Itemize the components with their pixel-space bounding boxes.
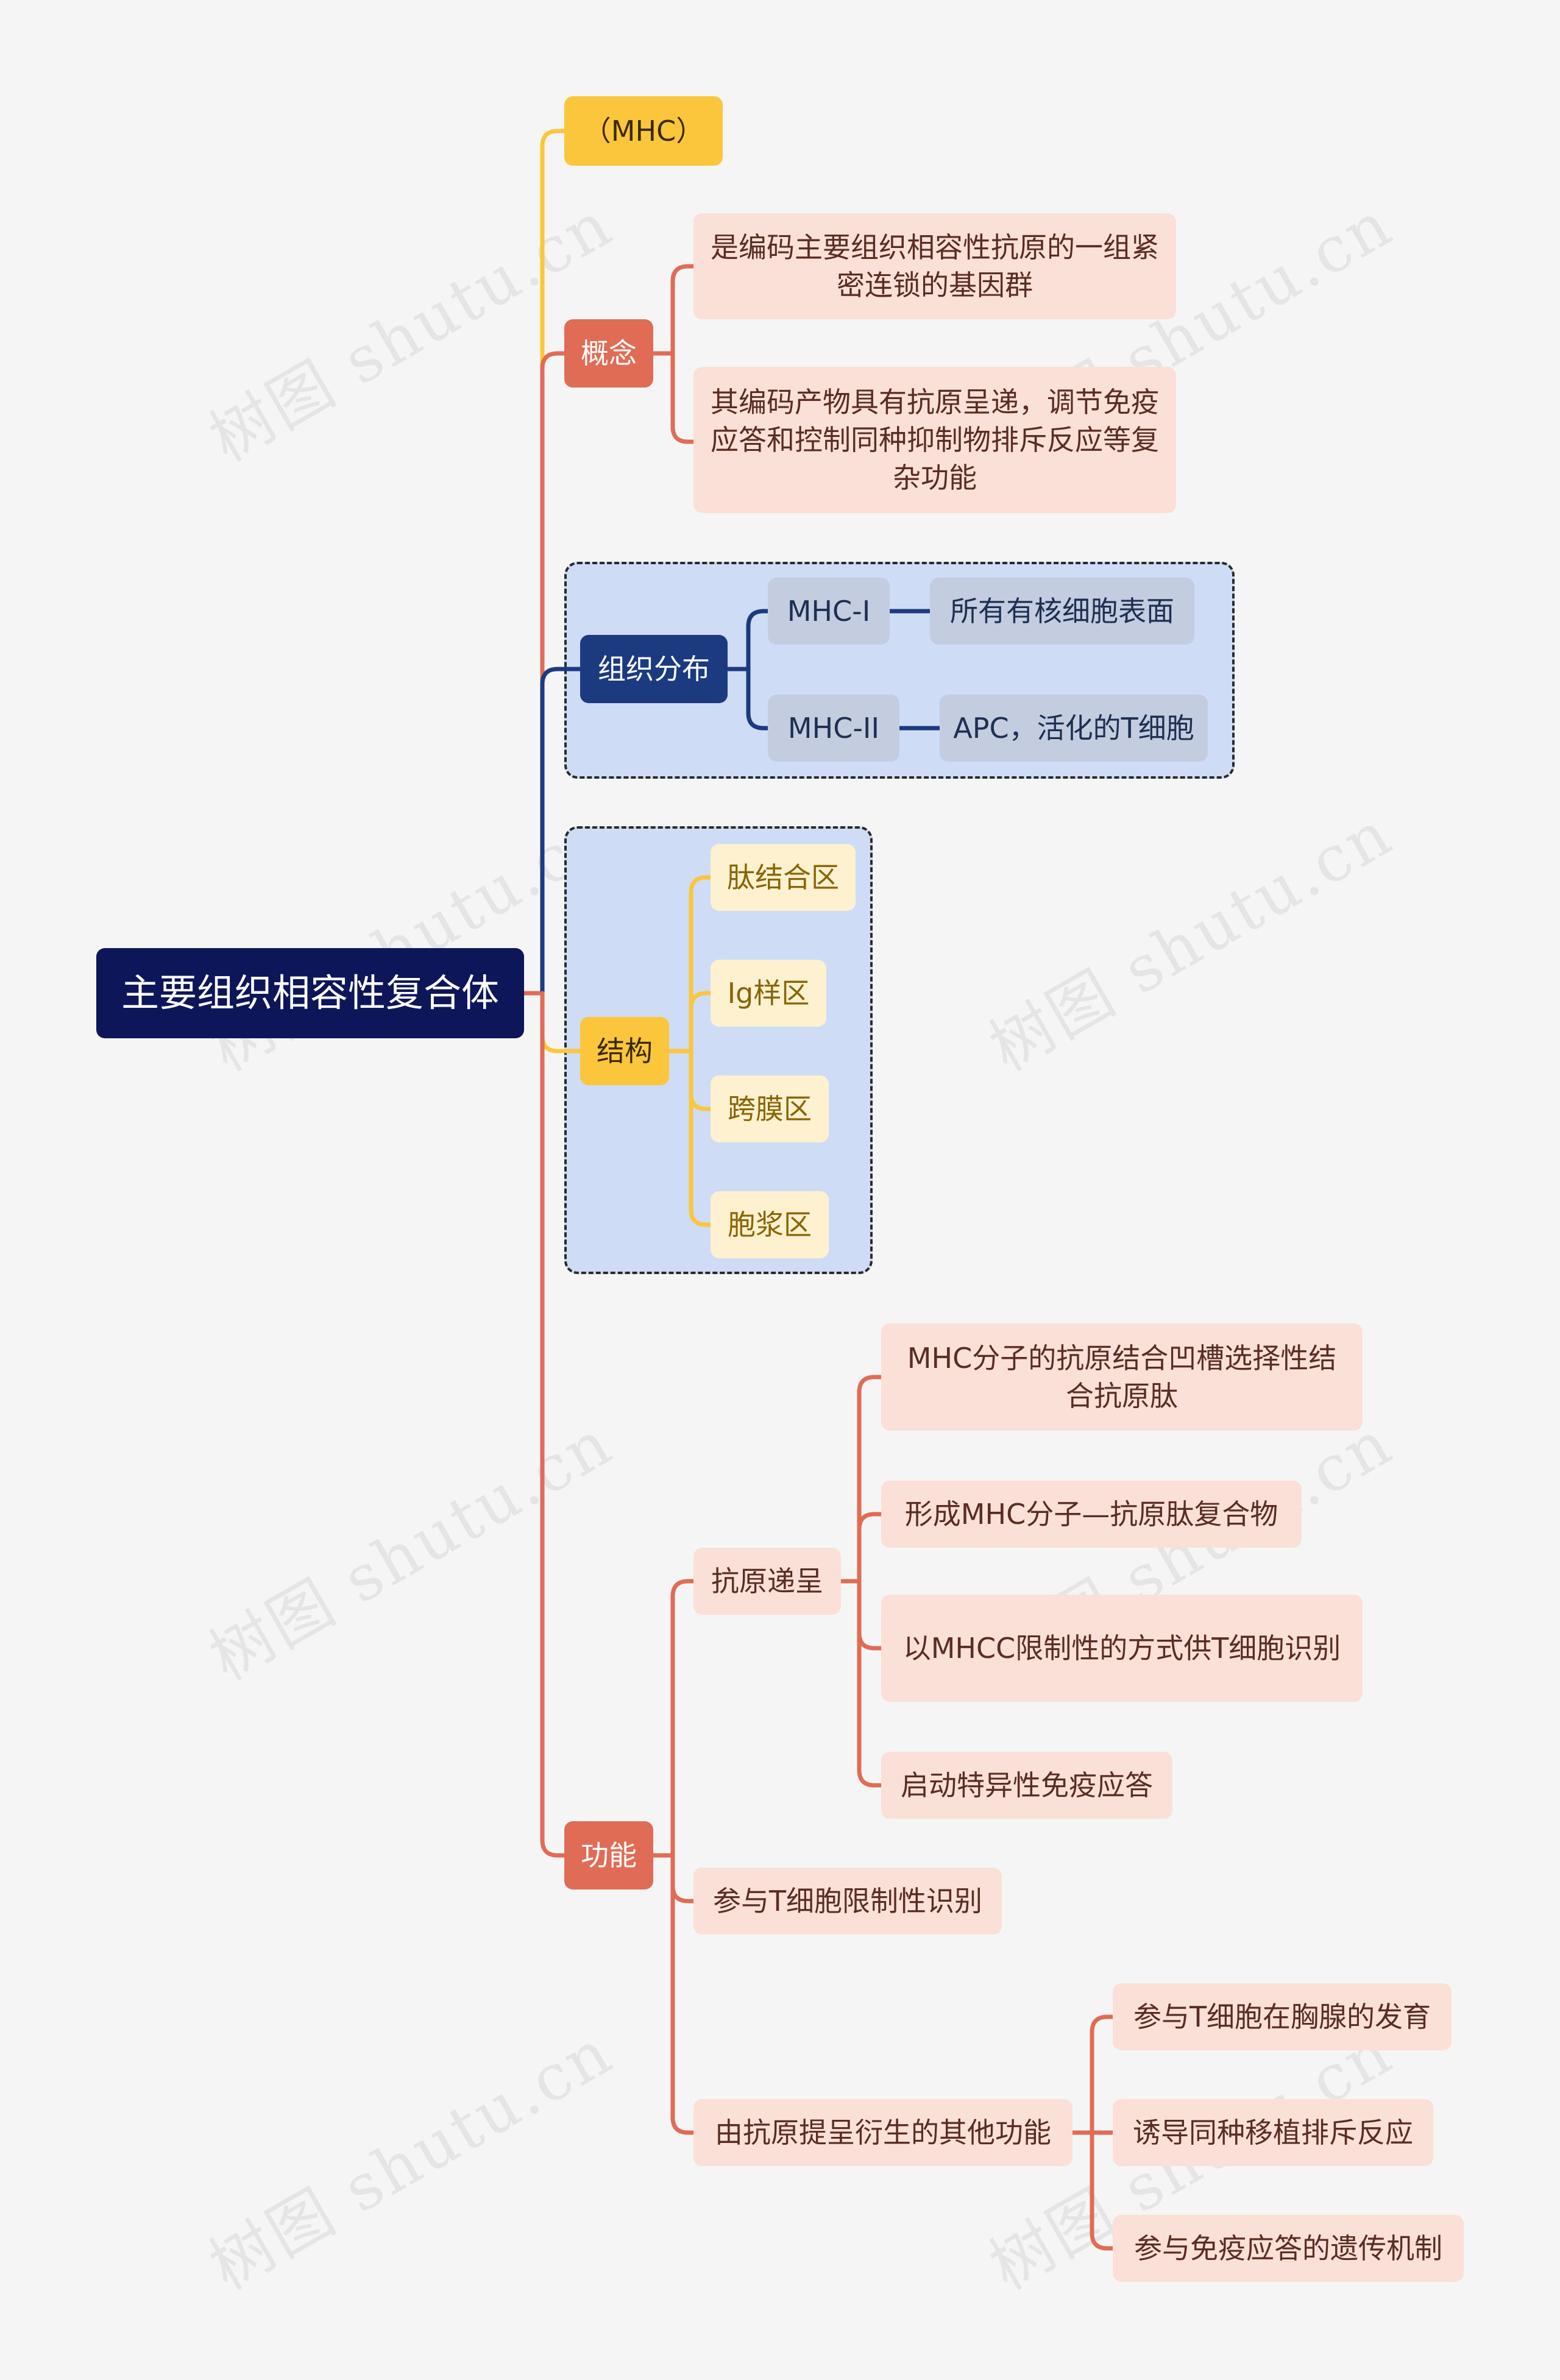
restriction-node[interactable]: 参与T细胞限制性识别 bbox=[693, 1868, 1002, 1935]
root-node[interactable]: 主要组织相容性复合体 bbox=[96, 948, 524, 1038]
derived-item-1 bbox=[1090, 2014, 1115, 2135]
concept-to-item-2 bbox=[670, 351, 696, 444]
trunk-to-distribution bbox=[540, 667, 583, 996]
dist-to-mhc1 bbox=[725, 609, 770, 671]
concept-to-item-1 bbox=[651, 264, 696, 356]
structure-item-2[interactable]: Ig样区 bbox=[711, 960, 826, 1027]
antigen-item-1 bbox=[857, 1375, 884, 1584]
derived-item-2[interactable]: 诱导同种移植排斥反应 bbox=[1113, 2099, 1433, 2166]
antigen-item-2[interactable]: 形成MHC分子—抗原肽复合物 bbox=[881, 1481, 1302, 1548]
antigen-item-3[interactable]: 以MHCC限制性的方式供T细胞识别 bbox=[881, 1595, 1363, 1702]
structure-item-4[interactable]: 胞浆区 bbox=[711, 1191, 829, 1258]
structure-item-4 bbox=[689, 1049, 713, 1227]
antigen-item-4 bbox=[857, 1579, 884, 1788]
structure-node[interactable]: 结构 bbox=[580, 1017, 669, 1085]
derived-item-3 bbox=[1090, 2130, 1115, 2251]
trunk-to-concept bbox=[540, 351, 567, 996]
concept-item-2[interactable]: 其编码产物具有抗原呈递，调节免疫应答和控制同种抑制物排斥反应等复杂功能 bbox=[693, 367, 1176, 513]
mhc2-node[interactable]: MHC-II bbox=[768, 695, 899, 762]
antigen-item-3 bbox=[857, 1631, 884, 1651]
trunk-to-function bbox=[540, 991, 567, 1858]
concept-item-1[interactable]: 是编码主要组织相容性抗原的一组紧密连锁的基因群 bbox=[693, 213, 1176, 319]
function-node[interactable]: 功能 bbox=[564, 1821, 653, 1889]
antigen-node[interactable]: 抗原递呈 bbox=[693, 1548, 841, 1615]
antigen-item-2 bbox=[857, 1512, 884, 1532]
structure-item-3[interactable]: 跨膜区 bbox=[711, 1075, 829, 1142]
structure-item-1 bbox=[689, 875, 713, 1054]
derived-item-3[interactable]: 参与免疫应答的遗传机制 bbox=[1113, 2215, 1464, 2282]
mhc2-desc[interactable]: APC，活化的T细胞 bbox=[940, 695, 1208, 762]
trunk-to-structure bbox=[540, 991, 583, 1054]
mhc1-node[interactable]: MHC-I bbox=[768, 578, 890, 645]
mhc1-desc[interactable]: 所有有核细胞表面 bbox=[930, 578, 1194, 645]
antigen-item-4[interactable]: 启动特异性免疫应答 bbox=[881, 1752, 1172, 1819]
structure-item-1[interactable]: 肽结合区 bbox=[711, 844, 856, 911]
derived-item-1[interactable]: 参与T细胞在胸腺的发育 bbox=[1113, 1983, 1452, 2050]
derived-node[interactable]: 由抗原提呈衍生的其他功能 bbox=[693, 2099, 1072, 2166]
structure-item-2 bbox=[689, 991, 713, 1011]
concept-node[interactable]: 概念 bbox=[564, 319, 653, 388]
structure-item-3 bbox=[689, 1091, 713, 1111]
function-to-restriction bbox=[670, 1853, 696, 1904]
mhc-node[interactable]: （MHC） bbox=[564, 96, 723, 166]
function-to-antigen bbox=[670, 1579, 696, 1858]
dist-to-mhc2 bbox=[746, 667, 770, 731]
distribution-node[interactable]: 组织分布 bbox=[580, 635, 728, 703]
antigen-item-1[interactable]: MHC分子的抗原结合凹槽选择性结合抗原肽 bbox=[881, 1323, 1363, 1431]
function-to-derived bbox=[670, 1853, 696, 2135]
trunk-to-mhc bbox=[540, 129, 567, 996]
